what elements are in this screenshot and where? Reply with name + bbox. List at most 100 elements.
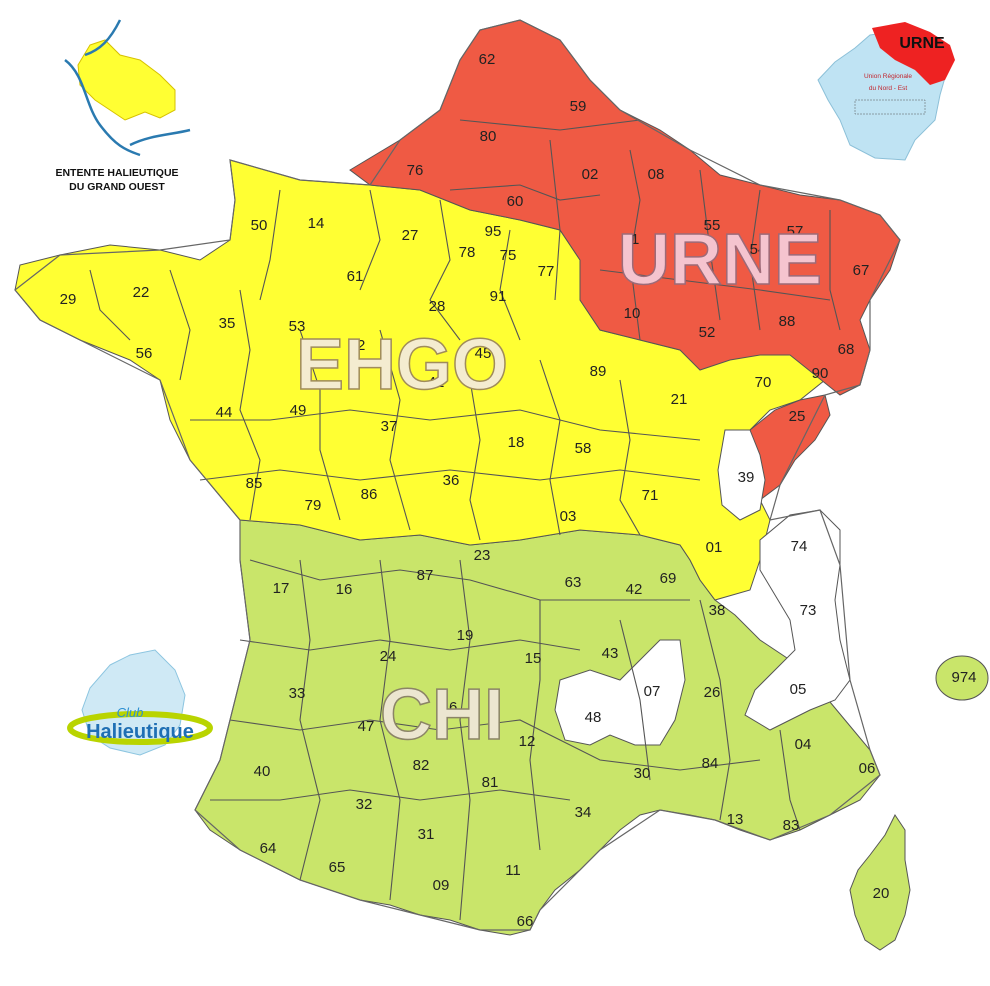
dept-label: 13 [727, 811, 744, 828]
dept-label: 28 [429, 298, 446, 315]
dept-label: 69 [660, 570, 677, 587]
urne-logo-sub1: Union Régionale [864, 73, 912, 80]
no-region-lozere-ardeche [554, 639, 686, 746]
dept-label: 50 [251, 217, 268, 234]
dept-label: 27 [402, 227, 419, 244]
urne-logo-red-area [872, 22, 955, 85]
dept-label: 38 [709, 602, 726, 619]
dept-label: 36 [443, 472, 460, 489]
dept-label: 09 [433, 877, 450, 894]
dept-label: 25 [789, 408, 806, 425]
dept-label: 21 [671, 391, 688, 408]
urne-logo: URNE Union Régionale du Nord - Est [817, 22, 955, 161]
dept-label: 58 [575, 440, 592, 457]
dept-label: 83 [783, 817, 800, 834]
dept-label: 88 [779, 313, 796, 330]
dept-label: 47 [358, 718, 375, 735]
no-region-alps [744, 509, 851, 731]
dept-label: 07 [644, 683, 661, 700]
dept-label: 60 [507, 193, 524, 210]
dept-label: 74 [791, 538, 808, 555]
dept-label: 42 [626, 581, 643, 598]
no-region-jura [717, 429, 766, 521]
dept-label: 91 [490, 288, 507, 305]
ehgo-logo-river [64, 19, 191, 157]
dept-label: 79 [305, 497, 322, 514]
dept-label: 51 [623, 231, 640, 248]
dept-label: 30 [634, 765, 651, 782]
dept-label: 19 [457, 627, 474, 644]
dept-label: 52 [699, 324, 716, 341]
dept-label: 65 [329, 859, 346, 876]
dept-label: 45 [475, 345, 492, 362]
region-label-chi: CHI [380, 675, 504, 755]
dept-label: 55 [704, 217, 721, 234]
club-logo-line1: Club [117, 705, 144, 720]
dept-label: 76 [407, 162, 424, 179]
dept-label: 85 [246, 475, 263, 492]
club-halieutique-logo: Club Halieutique [67, 649, 213, 756]
dept-label: 53 [289, 318, 306, 335]
dept-label: 71 [642, 487, 659, 504]
dept-label: 63 [565, 574, 582, 591]
dept-label: 34 [575, 804, 592, 821]
country-outline [14, 19, 901, 931]
dept-label: 54 [750, 241, 767, 258]
dept-label: 40 [254, 763, 271, 780]
dept-label: 84 [702, 755, 719, 772]
department-labels: 62 59 80 76 60 02 08 55 57 51 54 67 10 5… [60, 51, 977, 930]
dept-label: 12 [519, 733, 536, 750]
club-logo-line2: Halieutique [86, 721, 194, 743]
ehgo-logo: ENTENTE HALIEUTIQUE DU GRAND OUEST [55, 19, 191, 193]
dept-label: 68 [838, 341, 855, 358]
dept-label: 32 [356, 796, 373, 813]
club-logo-shape [81, 649, 186, 756]
dept-label: 26 [704, 684, 721, 701]
dept-label: 08 [648, 166, 665, 183]
corsica-area [849, 814, 911, 951]
dept-label: 33 [289, 685, 306, 702]
dept-label: 41 [428, 374, 445, 391]
dept-label: 31 [418, 826, 435, 843]
dept-label: 64 [260, 840, 277, 857]
dept-label: 05 [790, 681, 807, 698]
urne-logo-dept-grid [854, 99, 926, 115]
dept-label: 11 [505, 862, 521, 879]
urne-logo-title: URNE [899, 35, 945, 52]
dept-label: 66 [517, 913, 534, 930]
dept-label: 48 [585, 709, 602, 726]
dept-label: 43 [602, 645, 619, 662]
dept-label: 44 [216, 404, 233, 421]
region-label-ehgo: EHGO [296, 325, 508, 405]
dept-label: 73 [800, 602, 817, 619]
dept-label: 59 [570, 98, 587, 115]
dept-label: 23 [474, 547, 491, 564]
dept-label: 49 [290, 402, 307, 419]
ehgo-logo-line1: ENTENTE HALIEUTIQUE [55, 167, 178, 179]
dept-label: 61 [347, 268, 364, 285]
department-borders [89, 119, 841, 921]
club-logo-swoosh [67, 711, 213, 745]
dept-label: 80 [480, 128, 497, 145]
dept-label: 67 [853, 262, 870, 279]
reunion-area [935, 655, 989, 701]
dept-label: 37 [381, 418, 398, 435]
dept-label: 77 [538, 263, 555, 280]
dept-label: 18 [508, 434, 525, 451]
urne-logo-sub2: du Nord - Est [869, 85, 907, 92]
dept-label: 56 [136, 345, 153, 362]
dept-label: 72 [349, 337, 366, 354]
dept-label: 02 [582, 166, 599, 183]
dept-label: 03 [560, 508, 577, 525]
ehgo-logo-line2: DU GRAND OUEST [69, 181, 165, 193]
dept-label: 81 [482, 774, 499, 791]
dept-label: 22 [133, 284, 150, 301]
dept-label: 16 [336, 581, 353, 598]
dept-label: 75 [500, 247, 517, 264]
dept-label: 01 [706, 539, 723, 556]
dept-label: 06 [859, 760, 876, 777]
dept-label: 70 [755, 374, 772, 391]
dept-label: 62 [479, 51, 496, 68]
dept-label: 15 [525, 650, 542, 667]
